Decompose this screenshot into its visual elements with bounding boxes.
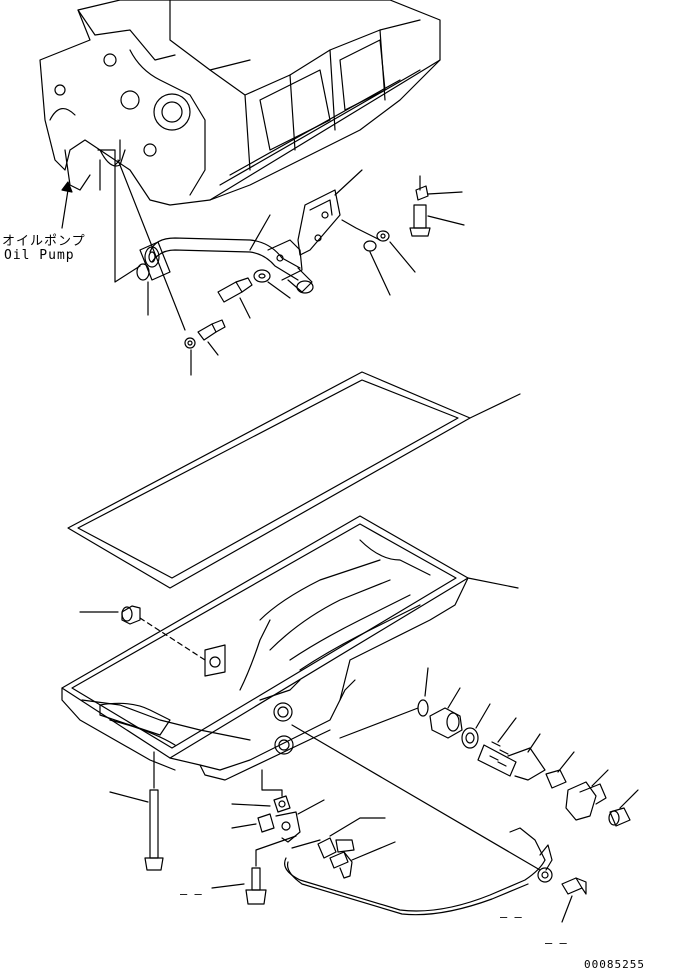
washer-pipe-1 [184,337,196,349]
sensor-bolt [608,807,631,827]
drawing-number: 00085255 [584,958,645,971]
sensor-nut [545,769,567,789]
sensor-body [477,741,546,781]
engine-block [39,0,441,206]
lower-bolt [245,867,267,905]
pan-nut [273,795,291,813]
sensor-flange [565,781,607,821]
oil-pan [61,515,469,781]
clamp-block [317,837,355,859]
drain-plug-left [121,605,141,625]
bolt-bracket [409,204,431,237]
pan-bolt [144,789,164,871]
nut-bracket [415,185,429,201]
dash-mark-a: – – [180,887,202,901]
dash-mark-b: – – [500,910,522,924]
oil-pan-gasket [67,371,471,589]
suction-pipe [139,237,314,294]
tube-clamp [257,811,301,843]
oil-pump-label-en: Oil Pump [4,248,75,263]
oring-pipe [136,263,150,281]
guide-nut [537,867,553,883]
washer-bracket [363,230,390,252]
tube-bolt [329,851,353,879]
pipe-bracket [297,189,341,256]
gasket-pipe [253,269,271,283]
oil-pump-leader [61,189,69,229]
dash-mark-c: – – [545,936,567,950]
dipstick-tube [284,827,553,916]
guide-bolt [561,877,587,895]
bolt-pipe-2 [197,319,226,341]
oil-pump-label-jp: オイルポンプ [2,234,86,249]
bolt-pipe-1 [217,277,253,303]
adapter-fitting [429,707,463,739]
seal-washer [461,727,479,749]
oring-sensor [417,699,429,717]
